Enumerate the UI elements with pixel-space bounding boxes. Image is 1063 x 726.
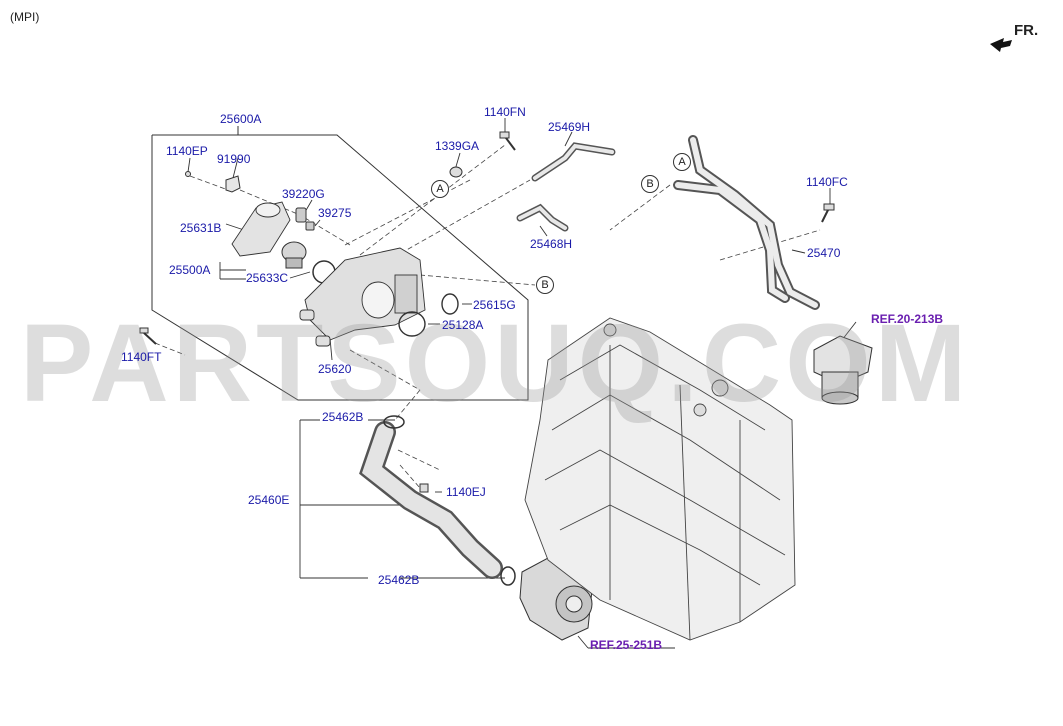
bolt-1140EP-icon [185, 171, 191, 177]
bolt-1140FT-icon [139, 327, 157, 345]
part-label-1140EJ[interactable]: 1140EJ [446, 485, 486, 499]
front-direction-label: FR. [1014, 22, 1039, 39]
hose-25469H-highlight [533, 143, 614, 180]
callout-a-housing: A [431, 180, 449, 198]
bracket-91990-icon [225, 175, 241, 193]
gasket-25615G-icon [441, 293, 459, 315]
ref-link-oil-cooler[interactable]: REF.20-213B [871, 312, 944, 326]
water-outlet-housing-25620-icon [299, 247, 426, 347]
part-label-25462B-top[interactable]: 25462B [322, 410, 364, 424]
front-direction-arrow-icon [990, 38, 1012, 52]
part-label-91990[interactable]: 91990 [217, 152, 251, 166]
hose-assembly-25470-highlight [675, 137, 818, 308]
part-label-39275[interactable]: 39275 [318, 206, 352, 220]
part-label-39220G[interactable]: 39220G [282, 187, 325, 201]
part-label-25468H[interactable]: 25468H [530, 237, 573, 251]
part-label-1140EP[interactable]: 1140EP [166, 144, 208, 158]
part-label-1140FN[interactable]: 1140FN [484, 105, 526, 119]
nut-1339GA-icon [449, 166, 463, 178]
bolt-1140FN-icon [499, 131, 516, 151]
clamp-25462B-bottom-icon [500, 566, 516, 586]
variant-label: (MPI) [10, 10, 40, 24]
part-label-25633C[interactable]: 25633C [246, 271, 289, 285]
thermostat-25500A-icon [281, 241, 307, 269]
part-label-1140FT[interactable]: 1140FT [121, 350, 162, 364]
callout-b-hose: B [641, 175, 659, 193]
part-label-25600A[interactable]: 25600A [220, 112, 262, 126]
bolt-1140EJ-icon [419, 483, 429, 493]
engine-block-icon [524, 317, 796, 641]
thermostat-cover-25631B-icon [231, 201, 291, 257]
bolt-1140FC-icon [821, 203, 835, 223]
oil-cooler-icon [813, 335, 873, 405]
hose-25468H-highlight [518, 205, 567, 230]
part-label-25460E[interactable]: 25460E [248, 493, 290, 507]
clamp-25462B-top-icon [383, 415, 405, 429]
sensor-39275-icon [305, 221, 315, 231]
callout-b-housing: B [536, 276, 554, 294]
part-label-25620[interactable]: 25620 [318, 362, 352, 376]
part-label-25470[interactable]: 25470 [807, 246, 841, 260]
part-label-25500A[interactable]: 25500A [169, 263, 211, 277]
temperature-sensor-39220G-icon [295, 207, 307, 223]
part-label-25128A[interactable]: 25128A [442, 318, 484, 332]
ref-link-water-pump[interactable]: REF.25-251B [590, 638, 663, 652]
hose-25460E-highlight [362, 423, 501, 577]
assembly-frame [151, 126, 529, 401]
part-label-25469H[interactable]: 25469H [548, 120, 591, 134]
part-label-25631B[interactable]: 25631B [180, 221, 222, 235]
part-label-1339GA[interactable]: 1339GA [435, 139, 480, 153]
part-label-25462B-bottom[interactable]: 25462B [378, 573, 420, 587]
part-label-25615G[interactable]: 25615G [473, 298, 516, 312]
callout-a-hose: A [673, 153, 691, 171]
part-label-1140FC[interactable]: 1140FC [806, 175, 848, 189]
oring-25128A-icon [398, 311, 426, 337]
